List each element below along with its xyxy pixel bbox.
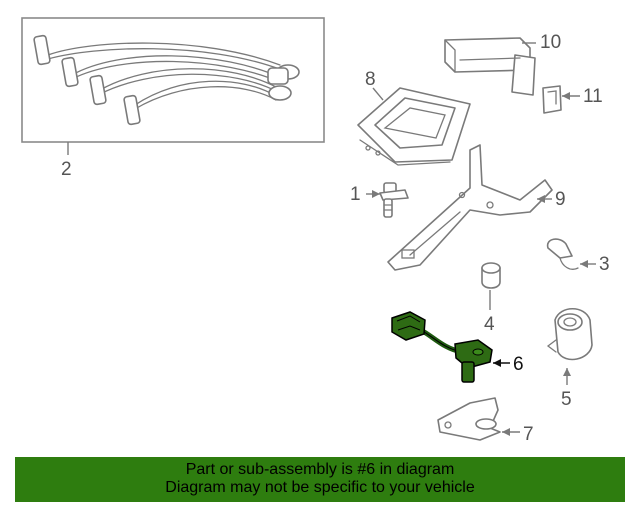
part-5-cam-sensor[interactable] [546,307,593,361]
part-6-sensor-harness[interactable] [391,311,493,383]
callout-2: 2 [61,159,72,180]
banner-line-1: Part or sub-assembly is #6 in diagram [185,461,455,478]
part-9-bracket[interactable] [387,144,553,271]
callout-11: 11 [583,86,603,107]
callout-3: 3 [599,254,610,275]
callout-5: 5 [561,389,572,410]
part-10-cover[interactable] [444,37,536,96]
part-1-sensor[interactable] [379,182,409,218]
part-3-clip[interactable] [546,238,579,270]
callout-10: 10 [540,32,561,53]
info-banner: Part or sub-assembly is #6 in diagram Di… [15,457,625,502]
callout-9: 9 [555,189,566,210]
part-4-bushing[interactable] [481,262,501,289]
callout-7: 7 [523,424,534,445]
part-7-mounting-plate[interactable] [437,397,501,441]
part-11-bracket[interactable] [542,85,562,114]
callout-4: 4 [484,314,495,335]
part-8-control-module[interactable] [357,87,471,166]
callout-1: 1 [350,184,361,205]
part-2-spark-plug-wires[interactable] [21,17,325,143]
banner-line-2: Diagram may not be specific to your vehi… [165,479,475,496]
callout-6: 6 [513,354,524,375]
callout-8: 8 [365,69,376,90]
